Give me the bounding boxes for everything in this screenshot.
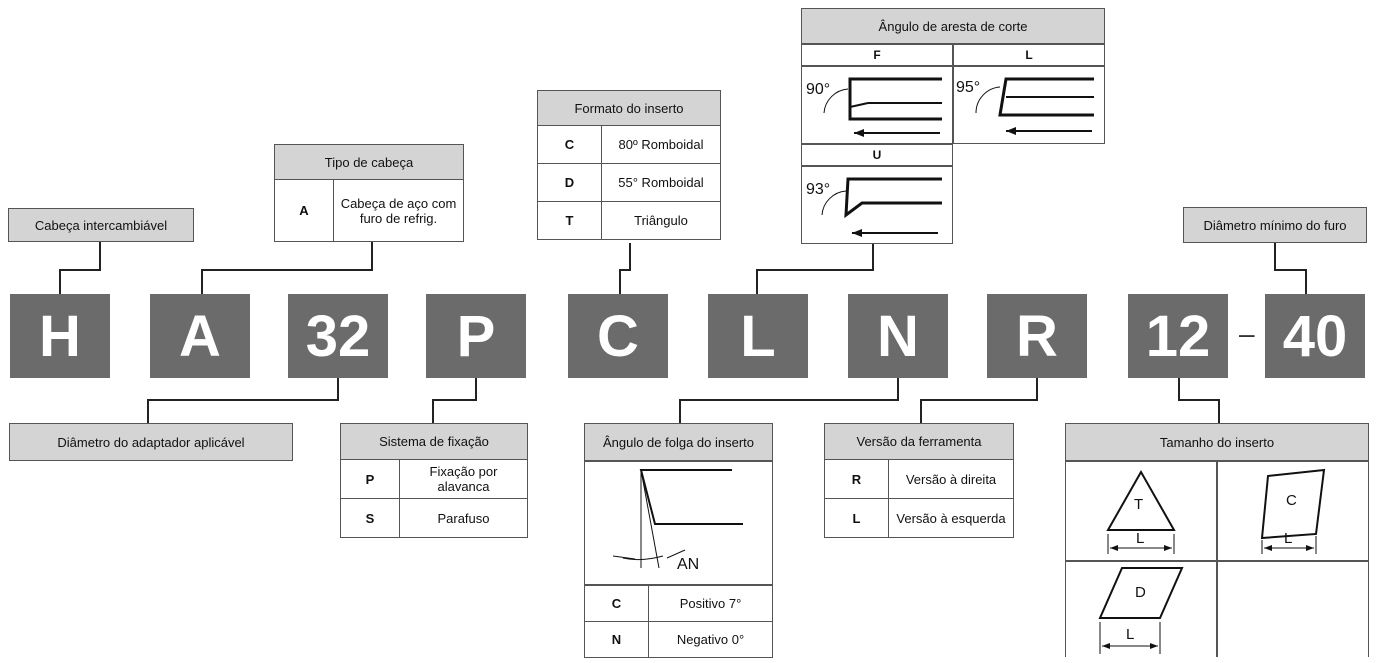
code-box-l: L [708, 294, 808, 378]
formato-value: 80º Romboidal [601, 125, 721, 164]
rhombic80-letter: C [1286, 492, 1297, 509]
tamanho-inserto-header: Tamanho do inserto [1065, 423, 1369, 461]
versao-ferramenta-header: Versão da ferramenta [824, 423, 1014, 460]
triangle-letter: T [1134, 496, 1144, 513]
formato-value: 55° Romboidal [601, 163, 721, 202]
folga-key: C [584, 585, 649, 622]
angulo-folga-header: Ângulo de folga do inserto [584, 423, 773, 461]
aresta-u-diagram [821, 177, 942, 237]
cabeca-intercambiavel-header: Cabeça intercambiável [8, 208, 194, 242]
diametro-minimo-header: Diâmetro mínimo do furo [1183, 207, 1367, 243]
code-box-a: A [150, 294, 250, 378]
aresta-u-cell: 93° [801, 166, 953, 244]
triangle-dim-label: L [1136, 530, 1145, 547]
rhombic80-insert-diagram [1260, 468, 1326, 554]
rhombic55-letter: D [1135, 584, 1146, 601]
aresta-l-diagram [975, 77, 1094, 135]
aresta-u-label: U [801, 144, 953, 166]
code-box-12: 12 [1128, 294, 1228, 378]
fixacao-value: Fixação por alavanca [399, 459, 528, 499]
formato-inserto-header: Formato do inserto [537, 90, 721, 126]
angulo-aresta-header: Ângulo de aresta de corte [801, 8, 1105, 44]
tipo-cabeca-header: Tipo de cabeça [274, 144, 464, 180]
aresta-l-label: L [953, 44, 1105, 66]
code-dash: – [1239, 318, 1255, 349]
angulo-folga-an-label: AN [677, 556, 700, 573]
tamanho-c-cell: C L [1217, 461, 1369, 561]
tipo-cabeca-value-line2: furo de refrig. [359, 210, 438, 226]
tipo-cabeca-table: Tipo de cabeça A Cabeça de aço com furo … [274, 144, 464, 242]
versao-value: Versão à esquerda [888, 498, 1014, 538]
code-box-32: 32 [288, 294, 388, 378]
aresta-l-cell: 95° [953, 66, 1105, 144]
tipo-cabeca-value-line1: Cabeça de aço com [340, 195, 457, 211]
versao-key: R [824, 459, 889, 499]
folga-value: Positivo 7° [648, 585, 773, 622]
fixacao-key: P [340, 459, 400, 499]
formato-key: D [537, 163, 602, 202]
rhombic55-dim-label: L [1126, 626, 1135, 643]
code-box-40: 40 [1265, 294, 1365, 378]
tamanho-d-cell: D L [1065, 561, 1217, 657]
aresta-l-angle: 95° [956, 79, 981, 96]
triangle-insert-diagram [1106, 469, 1176, 554]
aresta-f-angle: 90° [806, 81, 831, 98]
tipo-cabeca-value: Cabeça de aço com furo de refrig. [333, 179, 464, 242]
tipo-cabeca-key: A [274, 179, 334, 242]
formato-key: C [537, 125, 602, 164]
folga-key: N [584, 621, 649, 658]
code-box-p: P [426, 294, 526, 378]
diametro-adaptador-header: Diâmetro do adaptador aplicável [9, 423, 293, 461]
versao-key: L [824, 498, 889, 538]
aresta-f-diagram [823, 77, 942, 137]
fixacao-value: Parafuso [399, 498, 528, 538]
formato-key: T [537, 201, 602, 240]
versao-value: Versão à direita [888, 459, 1014, 499]
code-box-r: R [987, 294, 1087, 378]
rhombic55-insert-diagram [1098, 567, 1184, 654]
code-box-c: C [568, 294, 668, 378]
tamanho-t-cell: T L [1065, 461, 1217, 561]
sistema-fixacao-header: Sistema de fixação [340, 423, 528, 460]
aresta-f-label: F [801, 44, 953, 66]
folga-value: Negativo 0° [648, 621, 773, 658]
code-box-h: H [10, 294, 110, 378]
fixacao-key: S [340, 498, 400, 538]
code-box-n: N [848, 294, 948, 378]
aresta-u-angle: 93° [806, 181, 831, 198]
rhombic80-dim-label: L [1284, 530, 1293, 547]
angulo-folga-diagram-cell: AN [584, 461, 773, 585]
tamanho-empty-cell [1217, 561, 1369, 657]
formato-value: Triângulo [601, 201, 721, 240]
aresta-f-cell: 90° [801, 66, 953, 144]
angulo-folga-diagram [612, 469, 743, 569]
